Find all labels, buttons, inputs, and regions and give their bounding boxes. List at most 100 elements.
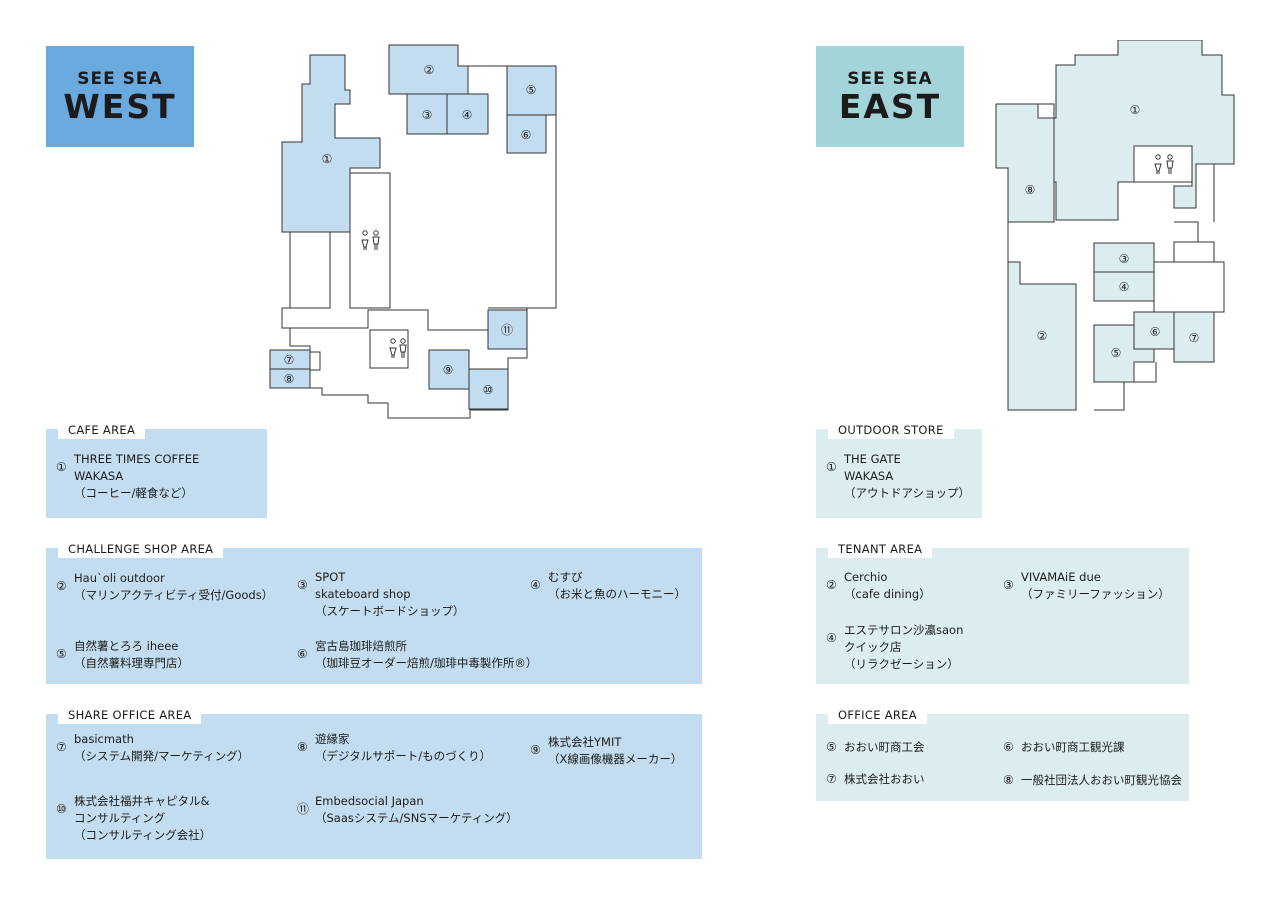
entry-number: ⑪ — [297, 802, 310, 816]
entry-line: おおい町商工会 — [844, 740, 925, 754]
challenge-shop-area-box: CHALLENGE SHOP AREA ② Hau`oli outdoor （マ… — [46, 540, 702, 684]
listing-entry: ① THREE TIMES COFFEE WAKASA （コーヒー/軽食など） — [56, 451, 199, 502]
logo-west: SEE SEA WEST — [46, 46, 194, 147]
entry-line: （マリンアクティビティ受付/Goods） — [74, 588, 274, 602]
listing-entry: ⑩ 株式会社福井キャピタル& コンサルティング （コンサルティング会社） — [56, 793, 211, 844]
entry-line: Hau`oli outdoor — [74, 571, 165, 585]
section-title: CHALLENGE SHOP AREA — [58, 540, 224, 558]
listing-entry: ⑤ 自然薯とろろ iheee （自然薯料理専門店） — [56, 638, 189, 672]
logo-east-line2: EAST — [838, 86, 942, 126]
entry-line: 自然薯とろろ iheee — [74, 639, 179, 653]
entry-number: ② — [826, 578, 837, 592]
entry-line: （cafe dining） — [844, 587, 931, 601]
entry-number: ⑤ — [56, 647, 67, 661]
entry-line: Embedsocial Japan — [315, 794, 424, 808]
map-label: ⑩ — [483, 383, 494, 397]
entry-number: ⑥ — [1003, 740, 1014, 754]
entry-line: 遊縁家 — [315, 732, 350, 746]
cafe-area-box: CAFE AREA ① THREE TIMES COFFEE WAKASA （コ… — [46, 421, 267, 518]
entry-number: ⑥ — [297, 647, 308, 661]
entry-line: （スケートボードショップ） — [315, 604, 465, 618]
entry-number: ① — [826, 460, 837, 474]
entry-line: （コンサルティング会社） — [74, 828, 212, 842]
entry-line: （お米と魚のハーモニー） — [548, 587, 686, 601]
entry-number: ② — [56, 579, 67, 593]
entry-number: ① — [56, 460, 67, 474]
entry-line: （珈琲豆オーダー焙煎/珈琲中毒製作所®） — [315, 656, 538, 670]
entry-number: ③ — [297, 578, 308, 592]
entry-number: ⑨ — [530, 743, 541, 757]
entry-line: コンサルティング — [74, 811, 166, 825]
logo-west-line2: WEST — [63, 86, 177, 126]
entry-line: （デジタルサポート/ものづくり） — [315, 749, 492, 763]
entry-line: SPOT — [315, 570, 346, 584]
entry-line: クイック店 — [844, 640, 902, 654]
entry-number: ⑧ — [297, 740, 308, 754]
listing-entry: ⑦ basicmath （システム開発/マーケティング） — [56, 731, 249, 765]
entry-number: ⑦ — [56, 740, 67, 754]
west-floor-map: ① ② ③ ④ ⑤ ⑥ ⑦ ⑧ ⑨ ⑩ ⑪ — [269, 44, 557, 419]
entry-line: （コーヒー/軽食など） — [74, 486, 193, 500]
listing-entry: ⑤ おおい町商工会 — [826, 739, 925, 756]
entry-line: （アウトドアショップ） — [844, 486, 971, 500]
listing-entry: ⑧ 一般社団法人おおい町観光協会 — [1003, 772, 1182, 789]
entry-line: （X線画像機器メーカー） — [548, 752, 683, 766]
listing-entry: ⑥ おおい町商工観光課 — [1003, 739, 1125, 756]
outdoor-store-box: OUTDOOR STORE ① THE GATE WAKASA （アウトドアショ… — [816, 421, 982, 518]
restroom-icon — [389, 338, 407, 358]
entry-line: VIVAMAiE due — [1021, 570, 1101, 584]
entry-line: THE GATE — [844, 452, 901, 466]
listing-entry: ⑧ 遊縁家 （デジタルサポート/ものづくり） — [297, 731, 491, 765]
map-label: ⑧ — [284, 372, 295, 386]
listing-entry: ② Hau`oli outdoor （マリンアクティビティ受付/Goods） — [56, 570, 273, 604]
entry-line: WAKASA — [844, 469, 894, 483]
listing-entry: ⑨ 株式会社YMIT （X線画像機器メーカー） — [530, 734, 682, 768]
listing-entry: ② Cerchio （cafe dining） — [826, 569, 931, 603]
section-title: SHARE OFFICE AREA — [58, 706, 202, 724]
map-label: ① — [1130, 103, 1141, 117]
entry-line: 株式会社おおい — [844, 772, 925, 786]
map-label: ⑤ — [1111, 346, 1122, 360]
map-label: ④ — [462, 108, 473, 122]
entry-line: （Saasシステム/SNSマーケティング） — [315, 811, 518, 825]
map-label: ③ — [1119, 252, 1130, 266]
section-title: OFFICE AREA — [828, 706, 927, 724]
listing-entry: ① THE GATE WAKASA （アウトドアショップ） — [826, 451, 970, 502]
logo-east-line1: SEE SEA — [847, 68, 933, 89]
restroom-icon — [361, 230, 380, 250]
tenant-area-box: TENANT AREA ② Cerchio （cafe dining） ③ VI… — [816, 540, 1189, 684]
listing-entry: ⑪ Embedsocial Japan （Saasシステム/SNSマーケティング… — [297, 793, 518, 827]
listing-entry: ④ むすび （お米と魚のハーモニー） — [530, 569, 686, 603]
entry-line: （システム開発/マーケティング） — [74, 749, 250, 763]
map-label: ⑦ — [1189, 331, 1200, 345]
entry-line: 株式会社YMIT — [548, 735, 622, 749]
entry-line: おおい町商工観光課 — [1021, 740, 1125, 754]
listing-entry: ③ VIVAMAiE due （ファミリーファッション） — [1003, 569, 1170, 603]
map-label: ③ — [422, 108, 433, 122]
map-label: ⑦ — [284, 353, 295, 367]
entry-line: 宮古島珈琲焙煎所 — [315, 639, 407, 653]
map-label: ② — [424, 63, 435, 77]
entry-line: （自然薯料理専門店） — [74, 656, 189, 670]
logo-west-line1: SEE SEA — [77, 68, 163, 89]
entry-line: THREE TIMES COFFEE — [74, 452, 200, 466]
entry-line: basicmath — [74, 732, 134, 746]
logo-east: SEE SEA EAST — [816, 46, 964, 147]
entry-line: むすび — [548, 570, 583, 584]
entry-line: skateboard shop — [315, 587, 411, 601]
office-area-box: OFFICE AREA ⑤ おおい町商工会 ⑥ おおい町商工観光課 ⑦ 株式会社… — [816, 706, 1189, 801]
entry-line: （ファミリーファッション） — [1021, 587, 1170, 601]
entry-number: ⑧ — [1003, 773, 1014, 787]
map-label: ① — [322, 152, 333, 166]
entry-number: ④ — [826, 631, 837, 645]
entry-number: ④ — [530, 578, 541, 592]
entry-line: エステサロン沙瀛saon — [844, 623, 964, 637]
listing-entry: ⑥ 宮古島珈琲焙煎所 （珈琲豆オーダー焙煎/珈琲中毒製作所®） — [297, 638, 537, 672]
map-label: ⑧ — [1025, 183, 1036, 197]
entry-line: WAKASA — [74, 469, 124, 483]
entry-number: ⑦ — [826, 772, 837, 786]
entry-line: Cerchio — [844, 570, 888, 584]
section-title: OUTDOOR STORE — [828, 421, 954, 439]
entry-number: ③ — [1003, 578, 1014, 592]
entry-line: （リラクゼーション） — [844, 657, 959, 671]
